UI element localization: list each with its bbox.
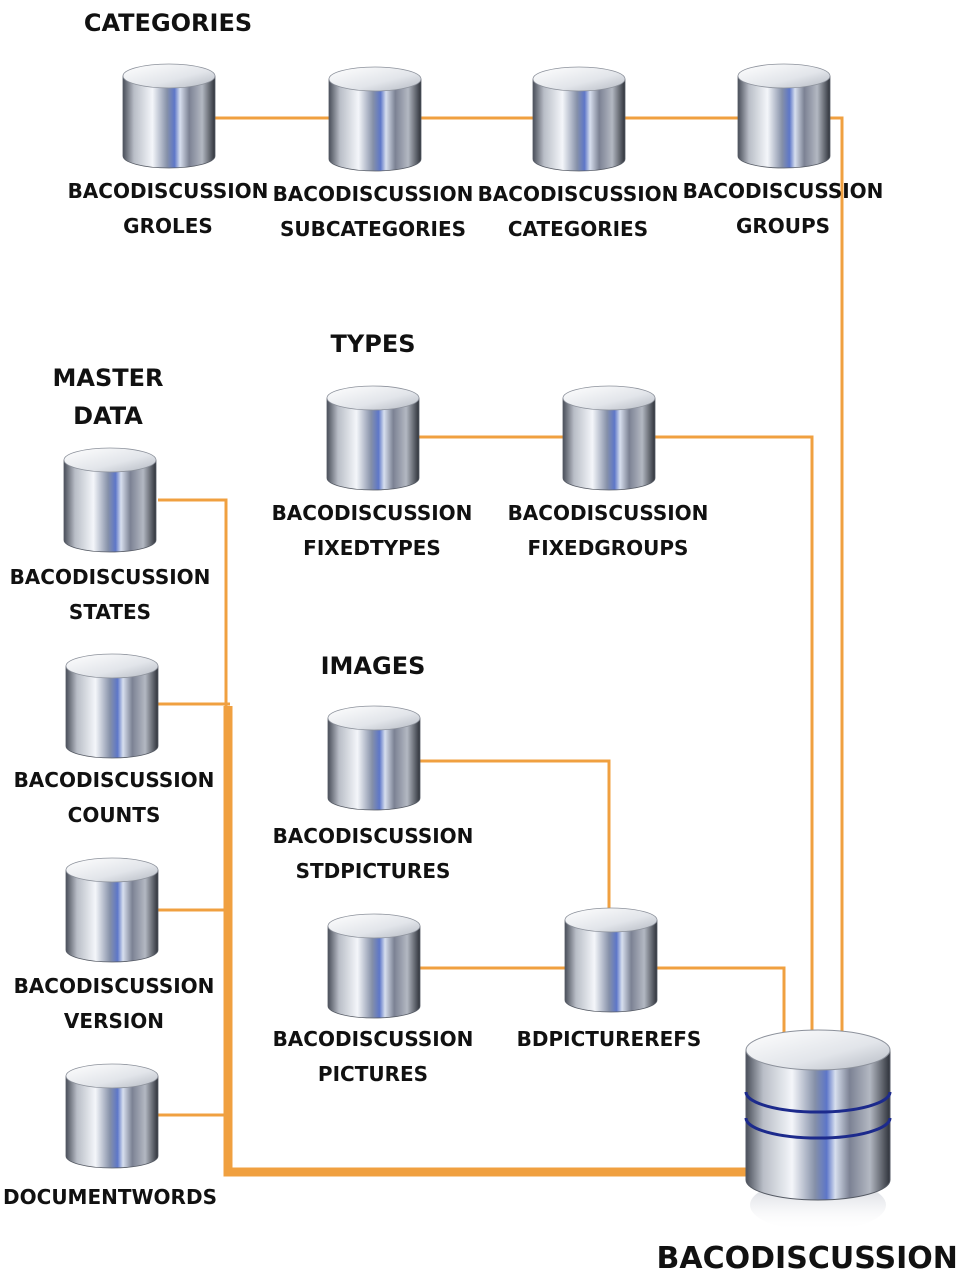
connector-fixedtypes-fixedgroups bbox=[418, 435, 814, 1036]
table-label-line1: BACODISCUSSION bbox=[68, 179, 269, 203]
database-cylinder-icon bbox=[327, 913, 421, 1019]
connector-states bbox=[158, 498, 228, 710]
table-label-line2: PICTURES bbox=[318, 1062, 428, 1086]
table-label-line1: BACODISCUSSION bbox=[14, 974, 215, 998]
table-label-line1: BACODISCUSSION bbox=[508, 501, 709, 525]
database-cylinder-icon bbox=[122, 63, 216, 169]
connector-picturerefs-main bbox=[655, 966, 786, 1034]
database-cylinder-icon bbox=[65, 1063, 159, 1169]
table-label-line2: STATES bbox=[69, 600, 151, 624]
table-label-line1: BACODISCUSSION bbox=[273, 182, 474, 206]
database-cylinder-icon bbox=[65, 857, 159, 963]
table-label-line1: BDPICTUREREFS bbox=[517, 1027, 702, 1051]
database-cylinder-icon bbox=[564, 907, 658, 1013]
database-cylinder-icon bbox=[63, 447, 157, 553]
table-label-line1: DOCUMENTWORDS bbox=[3, 1185, 217, 1209]
group-title-master-line1: MASTER bbox=[53, 364, 164, 392]
database-cylinder-icon bbox=[326, 385, 420, 491]
table-label-line2: GROUPS bbox=[736, 214, 830, 238]
table-label-line1: BACODISCUSSION bbox=[10, 565, 211, 589]
table-label-line1: BACODISCUSSION bbox=[273, 1027, 474, 1051]
table-fixedgroups: BACODISCUSSION FIXEDGROUPS bbox=[508, 385, 709, 560]
table-groles: BACODISCUSSION GROLES bbox=[68, 63, 269, 238]
table-label-line2: FIXEDGROUPS bbox=[528, 536, 689, 560]
table-label-line2: STDPICTURES bbox=[296, 859, 451, 883]
table-pictures: BACODISCUSSION PICTURES bbox=[273, 913, 474, 1086]
database-cylinder-icon bbox=[327, 705, 421, 811]
table-label-line2: COUNTS bbox=[68, 803, 161, 827]
table-label-line1: BACODISCUSSION bbox=[273, 824, 474, 848]
table-version: BACODISCUSSION VERSION bbox=[14, 857, 215, 1033]
group-title-categories: CATEGORIES bbox=[84, 9, 252, 37]
database-cylinder-icon bbox=[532, 66, 626, 172]
main-table-bacodiscussions: BACODISCUSSIONS bbox=[657, 1029, 957, 1276]
table-stdpictures: BACODISCUSSION STDPICTURES bbox=[273, 705, 474, 883]
table-label-line1: BACODISCUSSION bbox=[683, 179, 884, 203]
database-cylinder-icon bbox=[65, 653, 159, 759]
connector-master-trunk bbox=[223, 706, 760, 1177]
table-label-line1: BACODISCUSSION bbox=[272, 501, 473, 525]
connector-stdpictures-picturerefs bbox=[418, 759, 611, 910]
table-label-line2: CATEGORIES bbox=[508, 217, 648, 241]
table-picturerefs: BDPICTUREREFS bbox=[517, 907, 702, 1051]
table-label-line2: VERSION bbox=[64, 1009, 164, 1033]
group-title-types: TYPES bbox=[330, 330, 415, 358]
main-table-label: BACODISCUSSIONS bbox=[657, 1241, 957, 1276]
table-documentwords: DOCUMENTWORDS bbox=[3, 1063, 217, 1209]
table-label-line1: BACODISCUSSION bbox=[478, 182, 679, 206]
connector-categories-row bbox=[213, 116, 844, 1034]
table-groups: BACODISCUSSION GROUPS bbox=[683, 63, 884, 238]
database-cylinder-icon bbox=[328, 66, 422, 172]
table-label-line2: FIXEDTYPES bbox=[303, 536, 441, 560]
table-categories: BACODISCUSSION CATEGORIES bbox=[478, 66, 679, 241]
table-states: BACODISCUSSION STATES bbox=[10, 447, 211, 624]
table-subcategories: BACODISCUSSION SUBCATEGORIES bbox=[273, 66, 474, 241]
main-database-icon bbox=[744, 1029, 892, 1231]
group-title-master-line2: DATA bbox=[73, 402, 143, 430]
connector-lines bbox=[158, 116, 844, 1177]
table-label-line2: GROLES bbox=[123, 214, 213, 238]
database-cylinder-icon bbox=[562, 385, 656, 491]
table-fixedtypes: BACODISCUSSION FIXEDTYPES bbox=[272, 385, 473, 560]
table-label-line2: SUBCATEGORIES bbox=[280, 217, 466, 241]
table-label-line1: BACODISCUSSION bbox=[14, 768, 215, 792]
table-counts: BACODISCUSSION COUNTS bbox=[14, 653, 215, 827]
database-cylinder-icon bbox=[737, 63, 831, 169]
group-title-images: IMAGES bbox=[321, 652, 426, 680]
